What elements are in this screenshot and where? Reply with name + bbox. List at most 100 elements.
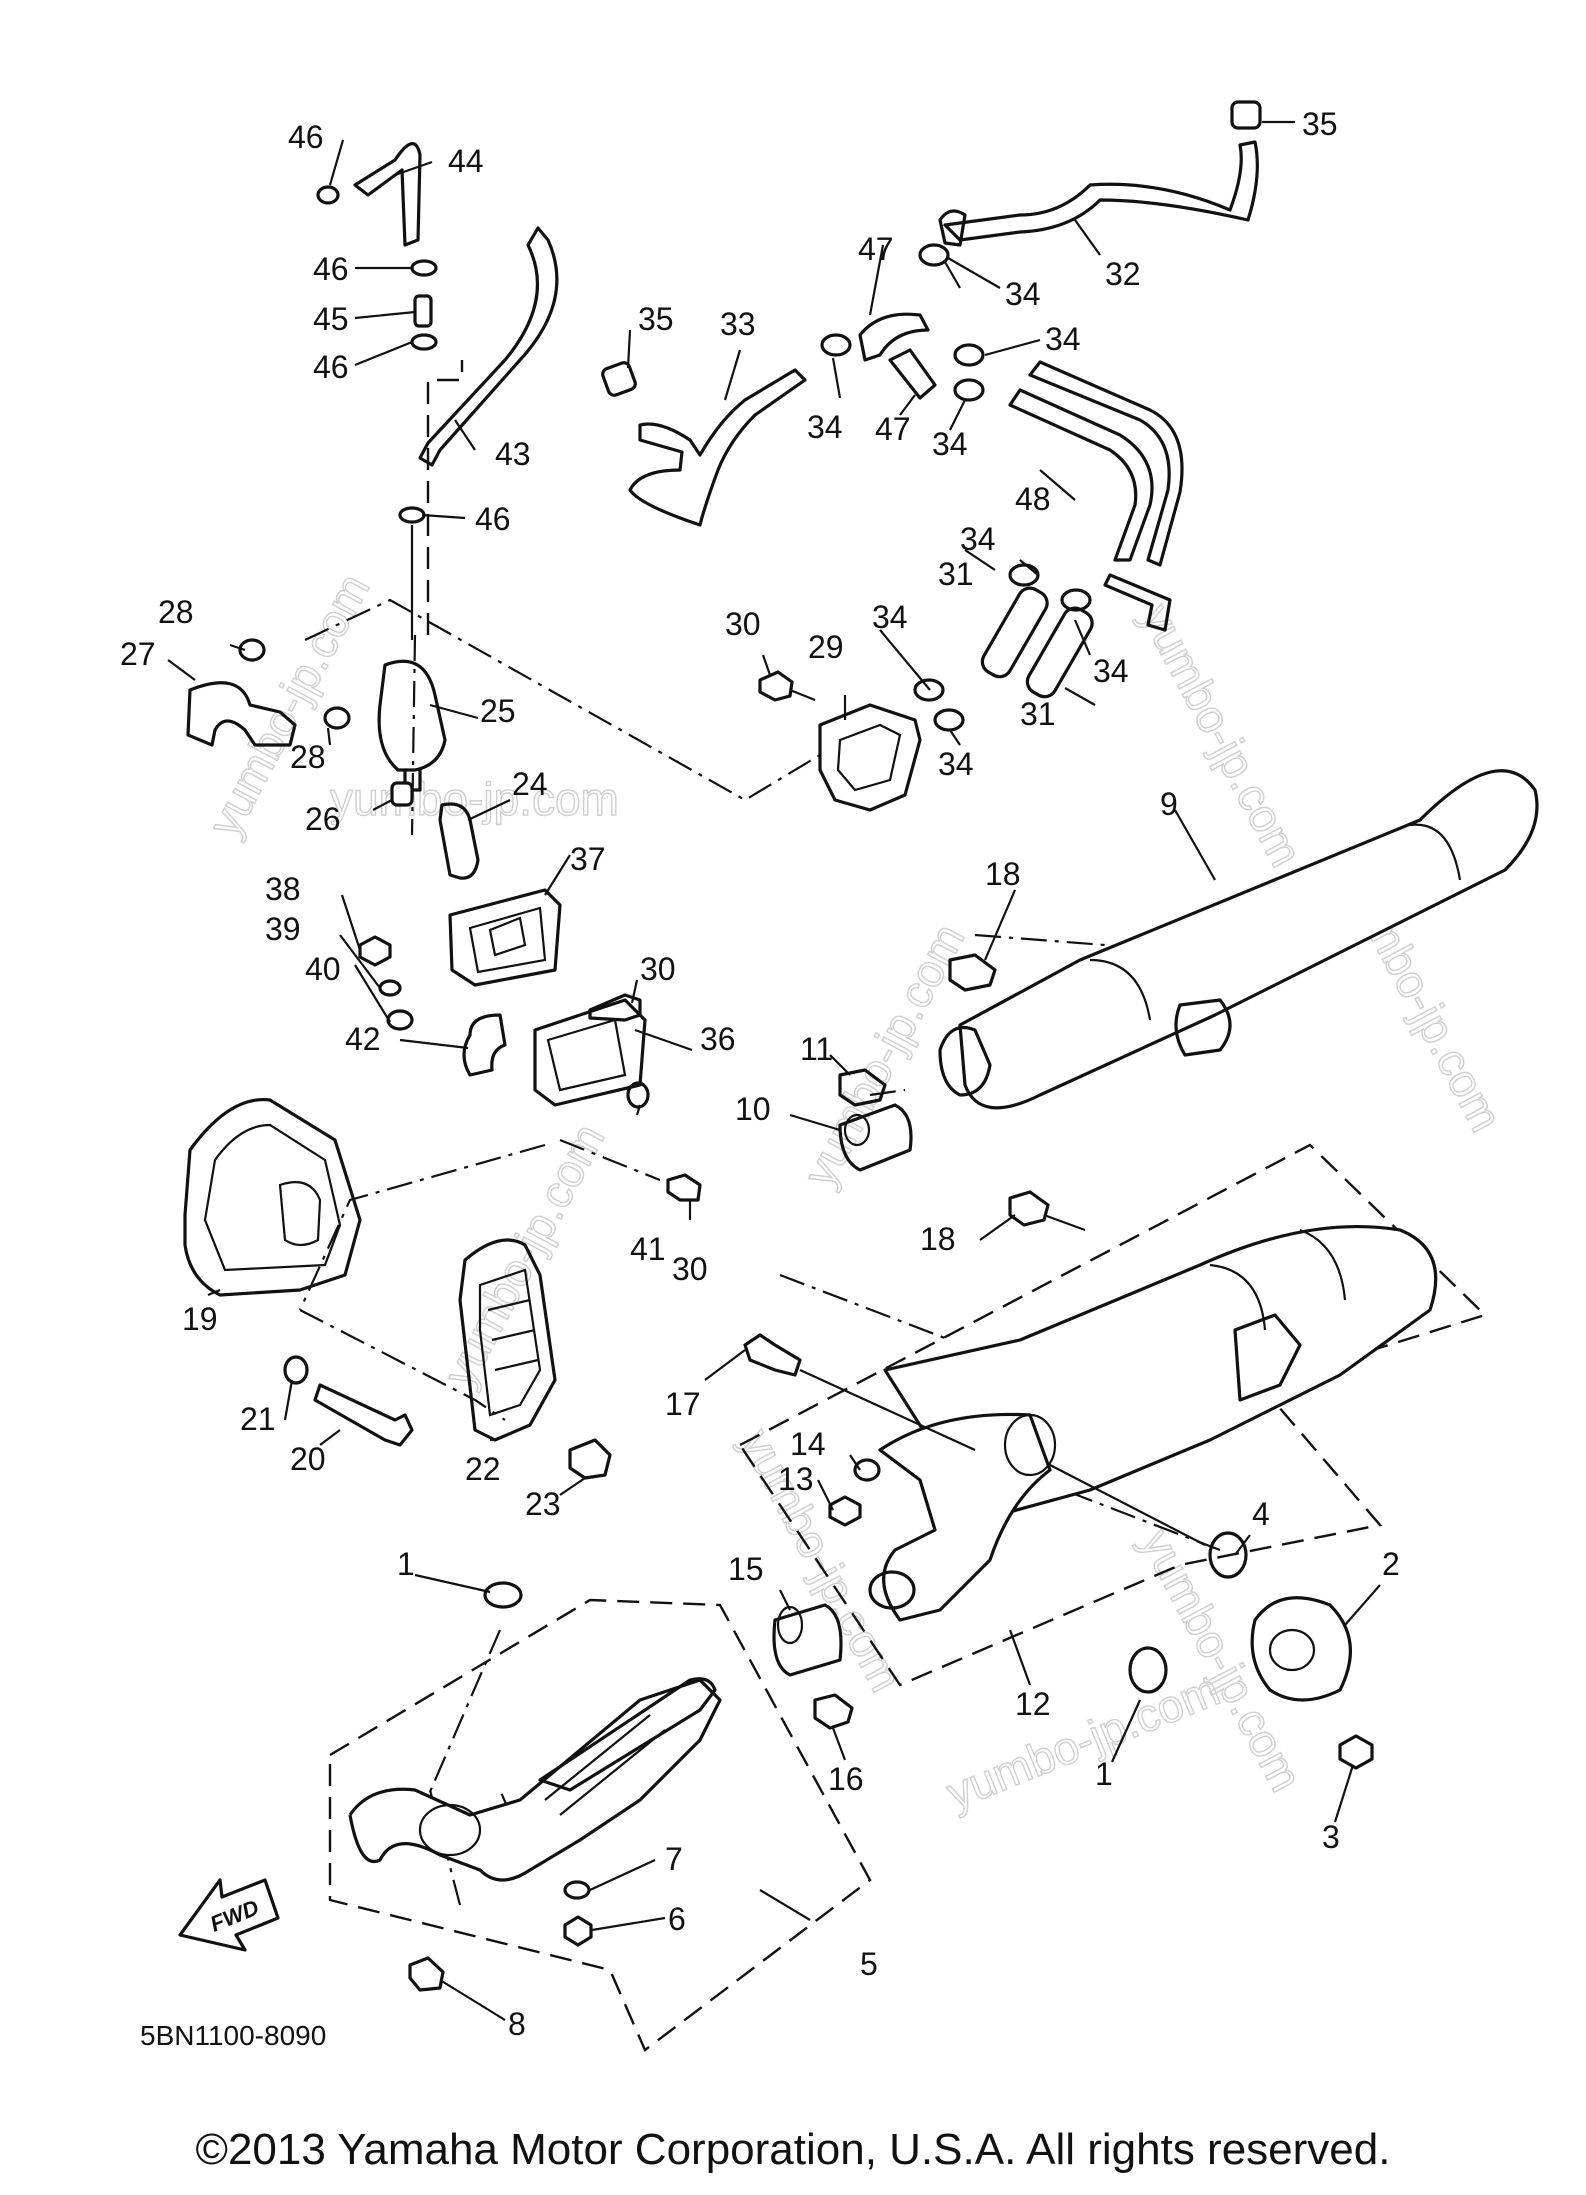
clip-28b [323, 706, 351, 730]
callout: 1 [1095, 1756, 1113, 1792]
washer-40 [386, 1009, 414, 1031]
callout: 34 [1093, 653, 1129, 689]
callout: 40 [305, 951, 341, 987]
muffler-assembly [743, 1225, 1438, 1770]
callout: 41 [630, 1231, 666, 1267]
clip-46c [410, 333, 438, 351]
callout: 2 [1382, 1546, 1400, 1582]
hose-31a [980, 586, 1049, 679]
callout: 30 [725, 606, 761, 642]
cover-19 [183, 1097, 362, 1297]
callout: 10 [735, 1091, 771, 1127]
joint-45 [413, 294, 433, 328]
hose-27 [186, 681, 297, 747]
callout-leaders [167, 120, 1381, 2021]
air-system-bracket [426, 360, 464, 635]
bolt-11 [838, 1068, 887, 1107]
breather-assembly [186, 142, 702, 1202]
hanger-9 [1174, 998, 1232, 1057]
hose-47b [888, 348, 937, 400]
callout: 1 [397, 1546, 415, 1582]
outlet-12 [868, 1570, 916, 1610]
bolt-30c [758, 670, 794, 702]
callout: 35 [638, 301, 674, 337]
clip-46b [410, 259, 438, 277]
clamp-9 [938, 1025, 992, 1097]
gasket-15 [772, 1603, 843, 1677]
callout: 34 [960, 521, 996, 557]
pipe-48b [1028, 360, 1184, 567]
callout: 22 [465, 1451, 501, 1487]
callout: 39 [265, 911, 301, 947]
callout: 46 [288, 119, 324, 155]
header-pipe-outline [328, 1598, 872, 2052]
callout: 26 [305, 801, 341, 837]
hose-31b [1025, 606, 1094, 699]
callout: 44 [448, 143, 484, 179]
clip-34a [918, 243, 950, 267]
callout: 4 [1252, 1496, 1270, 1532]
nut-6 [563, 1915, 593, 1947]
callout: 28 [158, 594, 194, 630]
watermarks: yumbo-jp.com yumbo-jp.com yumbo-jp.com y… [197, 565, 1513, 1820]
part-code: 5BN1100-8090 [140, 2020, 326, 2051]
callout: 14 [790, 1426, 826, 1462]
gasket-4 [1208, 1531, 1248, 1579]
hose-24 [438, 802, 480, 880]
watermark: yumbo-jp.com [1131, 595, 1313, 874]
washer-21 [283, 1355, 309, 1385]
callout: 20 [290, 1441, 326, 1477]
clip-34d [953, 378, 985, 402]
clip-34h [933, 708, 965, 732]
callout: 24 [512, 766, 548, 802]
nut-3 [1338, 1734, 1374, 1770]
bracket-12 [1233, 1313, 1302, 1402]
clip-46d [398, 506, 426, 524]
bolt-30a [588, 993, 642, 1022]
callout: 30 [640, 951, 676, 987]
bolt-30b [666, 1173, 702, 1202]
gasket-10 [838, 1103, 913, 1172]
callout: 13 [778, 1461, 814, 1497]
header-pipe-5 [348, 1678, 722, 1882]
callout: 34 [938, 746, 974, 782]
callout: 34 [1005, 276, 1041, 312]
callout: 18 [985, 856, 1021, 892]
gasket-1a [483, 1581, 523, 1609]
callout: 38 [265, 871, 301, 907]
air-tubing [601, 100, 1262, 812]
bracket-48 [1103, 573, 1172, 632]
valve-29 [818, 703, 922, 812]
callout: 30 [672, 1251, 708, 1287]
callout: 46 [313, 251, 349, 287]
washer-14 [853, 1458, 881, 1482]
clip-34e [1008, 563, 1040, 587]
callout-numbers: 1 1 2 3 4 5 6 7 8 9 10 11 12 13 14 15 16… [120, 106, 1400, 2042]
fwd-arrow-icon [178, 1878, 280, 1952]
callout: 31 [1020, 696, 1056, 732]
bolt-23 [568, 1438, 612, 1480]
header-pipe-assembly [348, 1581, 722, 1992]
callout: 34 [807, 409, 843, 445]
flange-2 [1250, 1596, 1352, 1702]
cylinder-parts [183, 1097, 612, 1480]
cap-35b [601, 361, 637, 397]
callout: 27 [120, 636, 156, 672]
callout: 12 [1015, 1686, 1051, 1722]
watermark: yumbo-jp.com [433, 1115, 615, 1394]
callout: 5 [860, 1946, 878, 1982]
muffler-outline [738, 1143, 1488, 1687]
callout: 17 [665, 1386, 701, 1422]
clip-34c [953, 343, 985, 367]
hose-43 [418, 226, 559, 467]
clip-28 [238, 638, 266, 662]
callout: 36 [700, 1021, 736, 1057]
fitting-32 [938, 209, 967, 247]
callout: 15 [728, 1551, 764, 1587]
pipe-48 [1008, 388, 1154, 562]
bolt-20 [313, 1383, 414, 1447]
callout: 34 [932, 426, 968, 462]
callout: 45 [313, 301, 349, 337]
callout: 34 [872, 599, 908, 635]
